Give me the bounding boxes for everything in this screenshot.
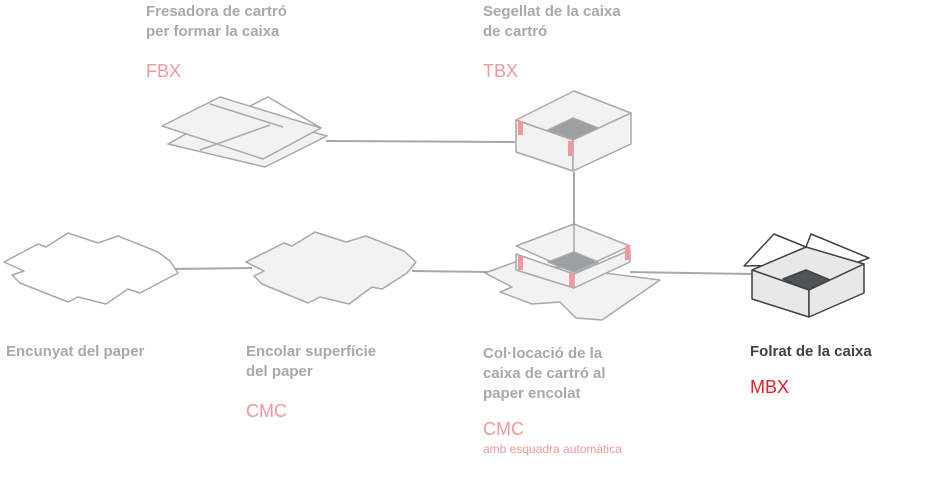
glued-paper-icon <box>245 231 417 305</box>
step-tbx-title: Segellat de la caixa de cartró <box>483 2 621 42</box>
finished-box-icon <box>743 233 870 318</box>
step-place-line3: paper encolat <box>483 385 581 402</box>
step-glue-line2: del paper <box>246 363 313 380</box>
tape-mark <box>569 273 574 287</box>
step-glue-code: CMC <box>246 401 287 421</box>
step-wrap-code: MBX <box>750 377 790 397</box>
open-box-icon <box>515 90 632 172</box>
tape-mark <box>518 121 523 135</box>
step-fbx-line2: per formar la caixa <box>146 23 280 40</box>
connector-place-wrap <box>629 271 753 275</box>
step-wrap-line1: Folrat de la caixa <box>750 343 872 360</box>
step-glue-title: Encolar superfície del paper <box>246 342 376 382</box>
step-fbx-code: FBX <box>146 61 182 81</box>
step-place-line2: caixa de cartró al <box>483 365 606 382</box>
step-place-title: Col·locació de la caixa de cartró al pap… <box>483 344 606 404</box>
step-tbx-line2: de cartró <box>483 23 548 40</box>
step-tbx-line1: Segellat de la caixa <box>483 3 621 20</box>
tape-mark <box>625 246 630 260</box>
tape-mark <box>518 256 523 270</box>
step-place-code: CMC <box>483 419 524 439</box>
connector-glue-place <box>411 270 491 273</box>
flat-blank-icon <box>161 96 328 168</box>
step-diecut-line1: Encunyat del paper <box>6 343 145 360</box>
step-fbx-title: Fresadora de cartró per formar la caixa <box>146 2 287 42</box>
connector-diecut-glue <box>171 267 253 270</box>
step-tbx-code: TBX <box>483 61 519 81</box>
connector-fbx-tbx <box>325 140 516 143</box>
step-glue-line1: Encolar superfície <box>246 343 377 360</box>
step-place-line1: Col·locació de la <box>483 345 603 362</box>
connectors <box>171 140 753 275</box>
step-wrap-title: Folrat de la caixa <box>750 342 872 362</box>
step-place-note: amb esquadra automàtica <box>483 442 622 456</box>
step-fbx-line1: Fresadora de cartró <box>146 3 287 20</box>
tape-mark <box>568 141 573 156</box>
step-diecut-title: Encunyat del paper <box>6 342 144 362</box>
box-on-paper-icon <box>484 223 661 321</box>
cross-paper-icon <box>3 232 179 305</box>
